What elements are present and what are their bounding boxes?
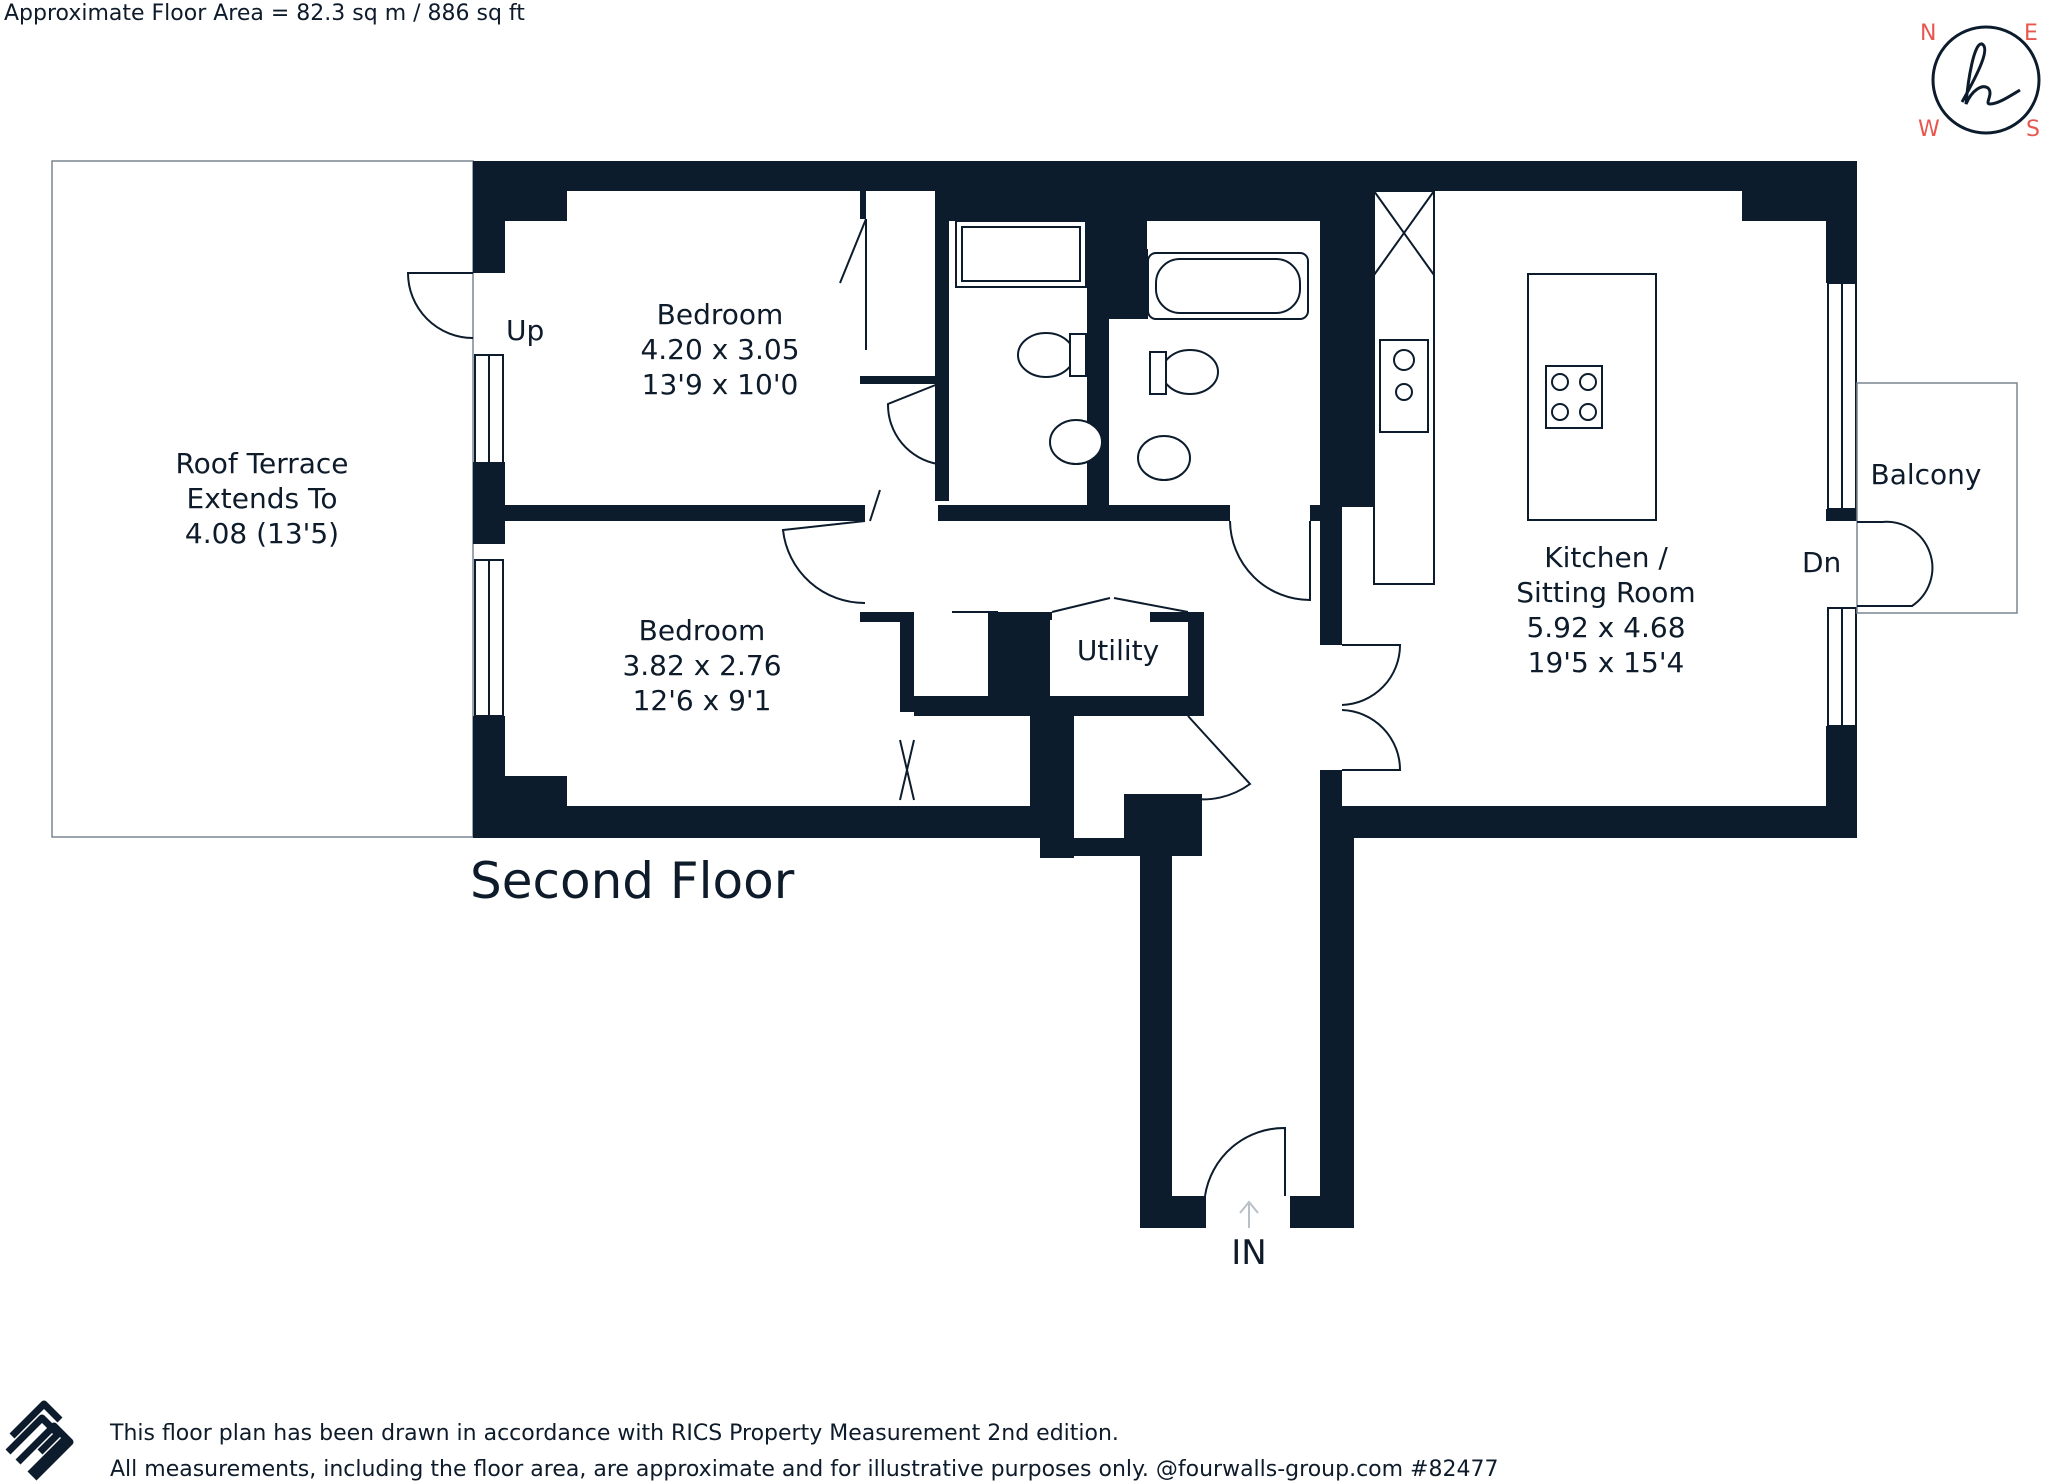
kitchen-island xyxy=(1527,273,1657,521)
compass-s: S xyxy=(2026,117,2040,142)
kitchen-label: Kitchen / xyxy=(1544,541,1668,574)
basin-icon xyxy=(1137,435,1191,481)
bedroom1-label: Bedroom xyxy=(657,298,784,331)
signature-h-icon xyxy=(1960,42,2021,106)
kitchen-worktop xyxy=(1373,190,1435,585)
floor-title: Second Floor xyxy=(470,852,795,910)
sink-icon xyxy=(1379,339,1429,433)
roof-terrace-label: Roof Terrace xyxy=(175,447,348,480)
compass-n: N xyxy=(1920,21,1936,46)
up-marker: Up xyxy=(506,314,544,347)
entrance-arrow-icon xyxy=(1239,1200,1259,1228)
compass-logo: N E W S xyxy=(1918,21,2041,142)
roof-terrace-size: 4.08 (13'5) xyxy=(185,517,339,550)
compass-w: W xyxy=(1918,117,1940,142)
utility-label: Utility xyxy=(1077,634,1159,667)
kitchen-imperial: 19'5 x 15'4 xyxy=(1528,646,1685,679)
bedroom2-imperial: 12'6 x 9'1 xyxy=(633,684,772,717)
shower-tray-icon xyxy=(955,220,1087,288)
room-labels: Roof Terrace Extends To 4.08 (13'5) Bedr… xyxy=(175,298,1981,1273)
roof-terrace-label: Extends To xyxy=(187,482,338,515)
bathtub-icon xyxy=(1147,252,1309,320)
entrance-marker: IN xyxy=(1231,1233,1266,1273)
balcony-area xyxy=(1856,382,2018,614)
dn-marker: Dn xyxy=(1802,546,1841,579)
bedroom1-imperial: 13'9 x 10'0 xyxy=(642,368,799,401)
bedroom1-metric: 4.20 x 3.05 xyxy=(640,333,799,366)
fixtures xyxy=(955,190,1657,585)
bedroom2-metric: 3.82 x 2.76 xyxy=(622,649,781,682)
floor-area-text: Approximate Floor Area = 82.3 sq m / 886… xyxy=(4,1,525,26)
toilet-icon xyxy=(1161,349,1219,395)
footer-line2: All measurements, including the floor ar… xyxy=(110,1457,1498,1482)
bedroom2-label: Bedroom xyxy=(639,614,766,647)
windows xyxy=(474,282,1857,727)
fourwalls-logo-icon xyxy=(5,1400,74,1481)
kitchen-label: Sitting Room xyxy=(1516,576,1695,609)
kitchen-metric: 5.92 x 4.68 xyxy=(1526,611,1685,644)
toilet-icon xyxy=(1017,332,1075,378)
compass-e: E xyxy=(2024,21,2038,46)
doors xyxy=(406,218,1934,1197)
basin-icon xyxy=(1049,419,1103,465)
footer-line1: This floor plan has been drawn in accord… xyxy=(109,1421,1119,1446)
balcony-label: Balcony xyxy=(1871,458,1982,491)
